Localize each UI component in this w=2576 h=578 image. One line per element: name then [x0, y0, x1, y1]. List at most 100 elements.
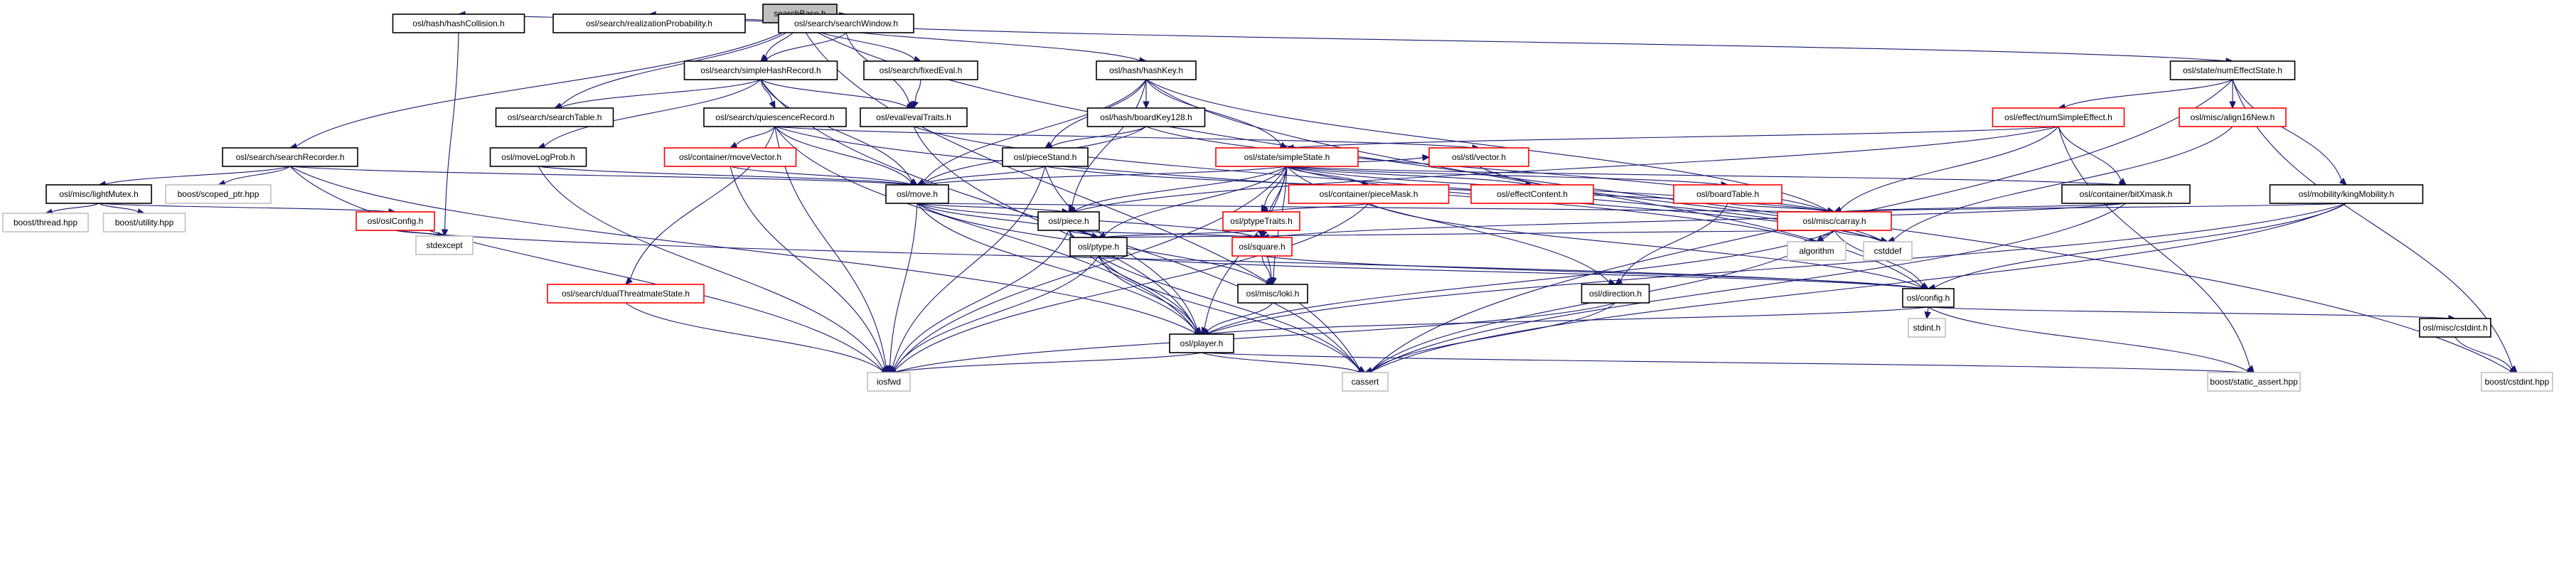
edge-line: [799, 22, 2511, 372]
edge-line: [1071, 79, 1147, 207]
node-box: [489, 147, 587, 167]
edge-config-to-static-assert: [1928, 306, 2255, 375]
node-board-table[interactable]: osl/boardTable.h: [1673, 184, 1783, 204]
node-label: osl/container/bitXmask.h: [2080, 189, 2173, 199]
node-move-vector[interactable]: osl/container/moveVector.h: [663, 147, 797, 167]
node-static-assert: boost/static_assert.hpp: [2207, 372, 2301, 392]
edge-line: [894, 352, 1202, 373]
node-osl-config[interactable]: osl/oslConfig.h: [356, 211, 435, 231]
node-player[interactable]: osl/player.h: [1169, 333, 1234, 353]
edge-quiescence-record-to-move-vector: [729, 126, 776, 149]
edge-line: [916, 203, 1063, 213]
edge-line: [444, 32, 459, 230]
edge-line: [774, 126, 912, 183]
node-label: osl/effect/numSimpleEffect.h: [2004, 112, 2112, 122]
edge-move-to-iosfwd: [886, 203, 918, 374]
edge-search-base-to-search-recorder: [289, 22, 801, 150]
node-boost-thread: boost/thread.hpp: [2, 213, 89, 232]
node-search-recorder[interactable]: osl/search/searchRecorder.h: [222, 147, 358, 167]
node-direction[interactable]: osl/direction.h: [1581, 284, 1650, 304]
node-realization-probability[interactable]: osl/search/realizationProbability.h: [552, 14, 746, 33]
node-stl-vector[interactable]: osl/stl/vector.h: [1428, 147, 1529, 167]
node-piece-mask[interactable]: osl/container/pieceMask.h: [1288, 184, 1450, 204]
node-piece-stand[interactable]: osl/pieceStand.h: [1002, 147, 1089, 167]
edge-ptype-to-cassert: [1098, 255, 1367, 373]
edge-line: [1928, 306, 2248, 372]
node-quiescence-record[interactable]: osl/search/quiescenceRecord.h: [703, 107, 847, 127]
node-ptype[interactable]: osl/ptype.h: [1069, 237, 1128, 257]
node-simple-hash-record[interactable]: osl/search/simpleHashRecord.h: [683, 60, 838, 80]
node-move[interactable]: osl/move.h: [885, 184, 949, 204]
node-board-key128[interactable]: osl/hash/boardKey128.h: [1086, 107, 1206, 127]
node-square[interactable]: osl/square.h: [1231, 237, 1293, 257]
node-ptype-traits[interactable]: osl/ptypeTraits.h: [1222, 211, 1300, 231]
node-box: [2207, 372, 2301, 392]
node-num-simple-effect[interactable]: osl/effect/numSimpleEffect.h: [1992, 107, 2125, 127]
arrowhead-icon: [1267, 277, 1274, 286]
node-box: [552, 14, 746, 33]
edge-hash-collision-to-stdexcept: [441, 32, 459, 237]
node-num-effect-state[interactable]: osl/state/numEffectState.h: [2169, 60, 2296, 80]
node-effect-content[interactable]: osl/effectContent.h: [1470, 184, 1594, 204]
node-label: cstddef: [1874, 246, 1902, 256]
node-piece[interactable]: osl/piece.h: [1037, 211, 1100, 231]
edge-line: [1098, 255, 1360, 370]
node-search-table[interactable]: osl/search/searchTable.h: [495, 107, 614, 127]
node-config[interactable]: osl/config.h: [1902, 288, 1955, 308]
node-label: osl/ptype.h: [1078, 242, 1119, 252]
edge-num-effect-state-to-align16-new: [2229, 79, 2236, 109]
node-label: osl/container/moveVector.h: [679, 152, 781, 162]
edge-line: [296, 22, 801, 147]
node-label: osl/move.h: [897, 189, 938, 199]
node-label: osl/player.h: [1180, 338, 1224, 348]
arrowhead-icon: [2339, 178, 2347, 186]
edge-line: [625, 302, 883, 372]
node-label: boost/scoped_ptr.hpp: [178, 189, 260, 199]
node-hash-key[interactable]: osl/hash/hashKey.h: [1096, 60, 1197, 80]
node-align16-new[interactable]: osl/misc/align16New.h: [2179, 107, 2287, 127]
edge-hash-key-to-move: [916, 79, 1147, 186]
node-move-log-prob[interactable]: osl/moveLogProb.h: [489, 147, 587, 167]
node-search-window[interactable]: osl/search/searchWindow.h: [778, 14, 914, 33]
edge-line: [538, 166, 884, 370]
node-stdexcept: stdexcept: [415, 235, 474, 255]
edge-line: [1934, 203, 2347, 288]
edge-line: [1286, 166, 1610, 283]
node-box: [2269, 184, 2424, 204]
edge-line: [2064, 79, 2233, 108]
edge-line: [1068, 230, 1093, 237]
node-fixed-eval[interactable]: osl/search/fixedEval.h: [863, 60, 978, 80]
node-carray[interactable]: osl/misc/carray.h: [1777, 211, 1892, 231]
node-loki[interactable]: osl/misc/loki.h: [1237, 284, 1308, 304]
node-light-mutex[interactable]: osl/misc/lightMutex.h: [46, 184, 152, 204]
node-box: [1237, 284, 1308, 304]
node-box: [867, 372, 911, 392]
node-hash-collision[interactable]: osl/hash/hashCollision.h: [392, 14, 525, 33]
edge-line: [923, 166, 1046, 185]
node-label: osl/effectContent.h: [1497, 189, 1568, 199]
arrowhead-icon: [769, 100, 776, 109]
node-cstdint-osl[interactable]: osl/misc/cstdint.h: [2419, 318, 2491, 338]
node-box: [165, 184, 272, 204]
node-eval-traits[interactable]: osl/eval/evalTraits.h: [860, 107, 968, 127]
node-king-mobility[interactable]: osl/mobility/kingMobility.h: [2269, 184, 2424, 204]
node-label: stdint.h: [1913, 323, 1941, 333]
node-bit-xmask[interactable]: osl/container/bitXmask.h: [2061, 184, 2191, 204]
arrowhead-icon: [1194, 327, 1202, 335]
node-iosfwd: iosfwd: [867, 372, 911, 392]
node-label: cassert: [1352, 377, 1379, 387]
edge-line: [395, 230, 1923, 289]
edge-line: [51, 203, 100, 213]
node-box: [1863, 241, 1913, 261]
node-label: osl/mobility/kingMobility.h: [2299, 189, 2395, 199]
node-dual-threatmate-state[interactable]: osl/search/dualThreatmateState.h: [547, 284, 705, 304]
edge-line: [289, 166, 1196, 333]
node-cassert: cassert: [1342, 372, 1389, 392]
node-simple-state[interactable]: osl/state/simpleState.h: [1215, 147, 1359, 167]
edge-dual-threatmate-state-to-iosfwd: [625, 302, 890, 375]
node-label: osl/search/realizationProbability.h: [586, 18, 712, 28]
node-boost-utility: boost/utility.hpp: [102, 213, 186, 232]
node-box: [495, 107, 614, 127]
edge-board-key128-to-piece-stand: [1044, 126, 1147, 150]
